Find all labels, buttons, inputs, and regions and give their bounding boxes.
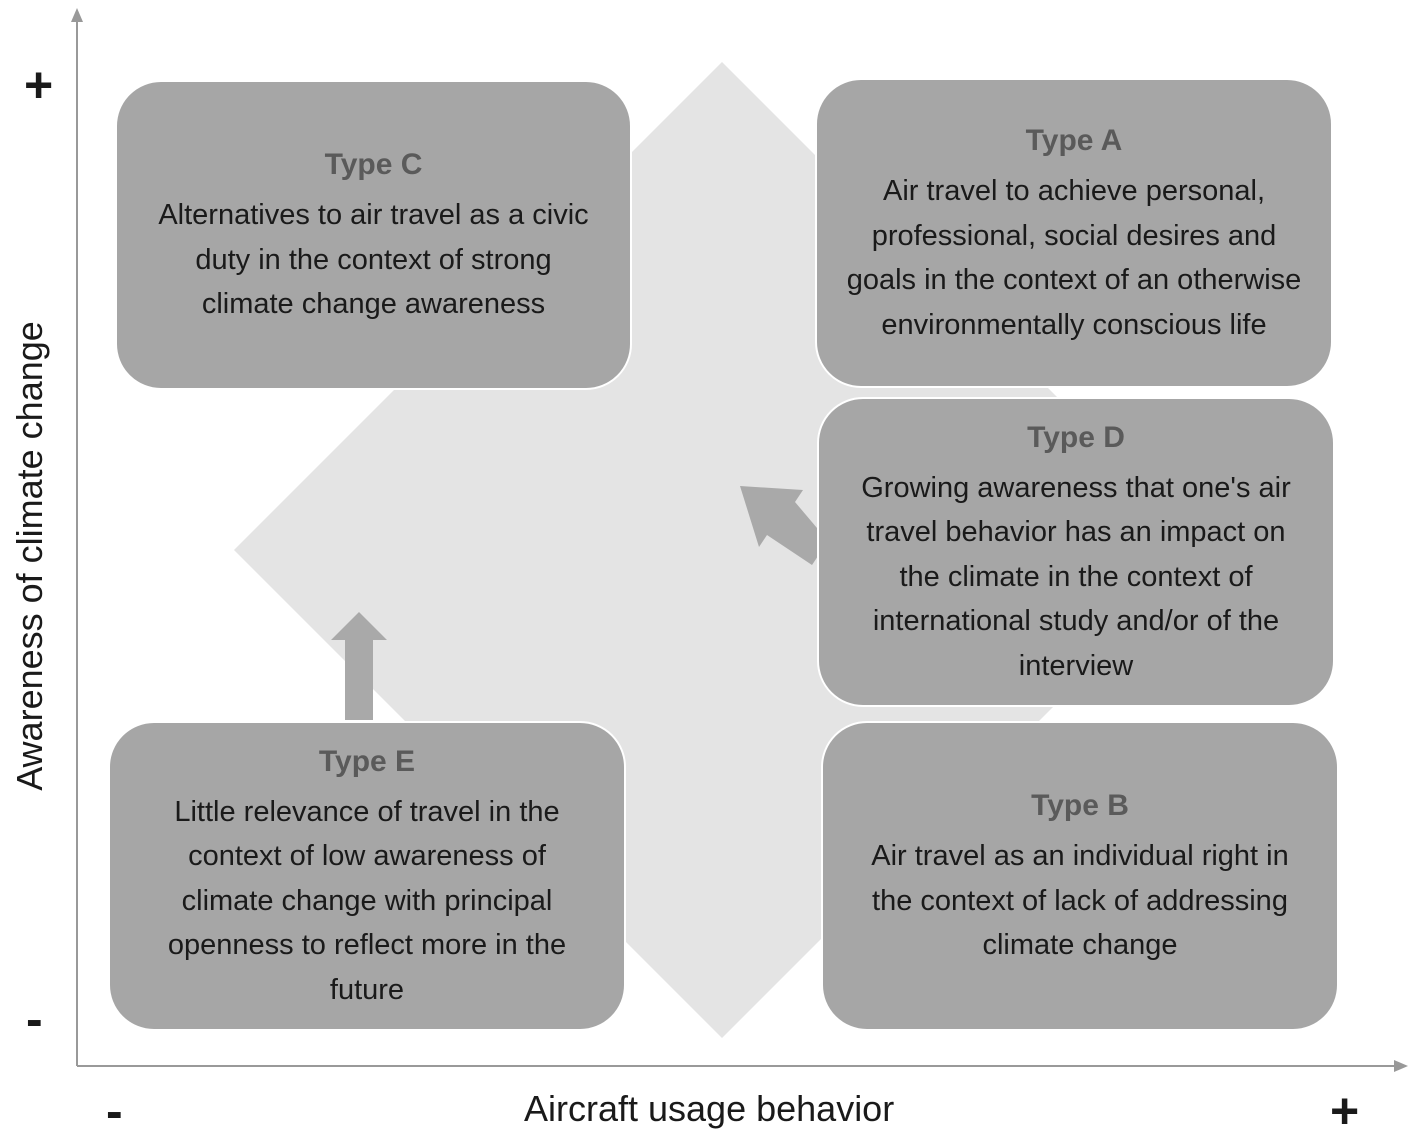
x-minus-marker: - (106, 1083, 123, 1139)
type-a-title: Type A (1025, 124, 1123, 157)
y-plus-marker: + (24, 57, 54, 113)
type-d-title: Type D (1027, 420, 1125, 454)
type-b-text: Air travel as an individual right in the… (871, 840, 1289, 962)
type-c-title: Type C (324, 148, 423, 182)
up-arrow (331, 612, 387, 720)
y-minus-marker: - (26, 991, 43, 1047)
diagonal-arrow (740, 486, 828, 565)
type-b-title: Type B (1031, 789, 1129, 823)
type-e-title: Type E (318, 744, 416, 778)
type-d-box: Type D Growing awareness that one's air … (817, 397, 1335, 707)
x-axis-arrowhead (1394, 1060, 1408, 1072)
type-a-text: Air travel to achieve personal, professi… (846, 175, 1302, 341)
y-axis-label: Awareness of climate change (9, 321, 50, 791)
x-axis-label: Aircraft usage behavior (524, 1088, 895, 1129)
type-e-text: Little relevance of travel in the contex… (167, 795, 567, 1006)
type-e-box: Type E Little relevance of travel in the… (108, 721, 626, 1031)
type-c-text: Alternatives to air travel as a civic du… (158, 199, 589, 321)
type-d-text: Growing awareness that one's air travel … (861, 471, 1291, 682)
x-plus-marker: + (1330, 1083, 1360, 1139)
type-c-box: Type C Alternatives to air travel as a c… (115, 80, 632, 390)
y-axis-arrowhead (71, 8, 83, 22)
type-b-box: Type B Air travel as an individual right… (821, 721, 1339, 1031)
type-a-box: Type A Air travel to achieve personal, p… (815, 78, 1333, 388)
